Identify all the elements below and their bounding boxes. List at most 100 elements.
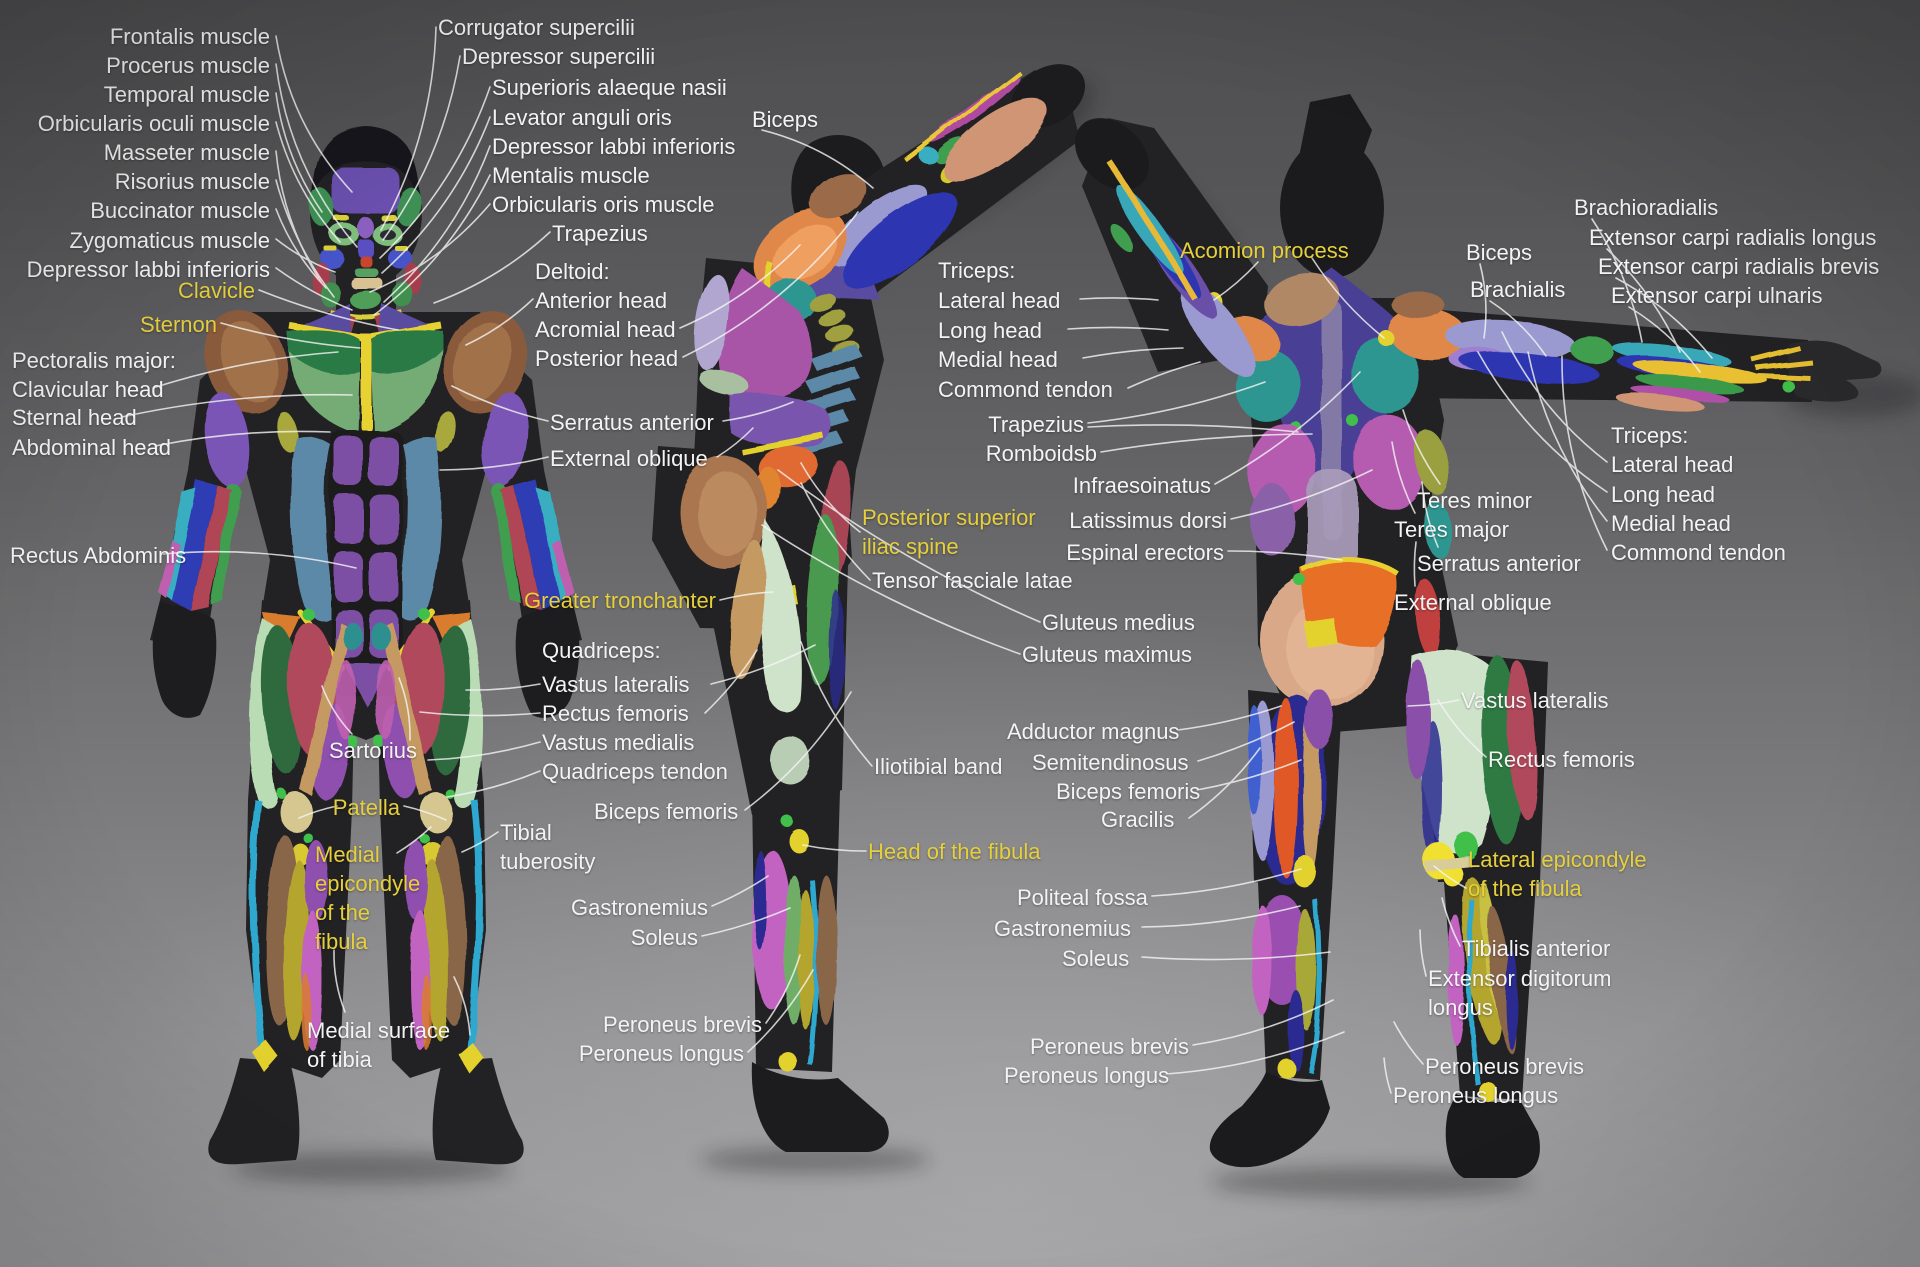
label-peroneus-longus: Peroneus longus xyxy=(1004,1063,1170,1088)
leader-line-orbicularis-oculi-muscle xyxy=(275,121,341,243)
leader-line-teres-major xyxy=(1391,441,1416,514)
leader-line-abdominal-head xyxy=(154,430,331,447)
leader-line-romboidsb xyxy=(1100,433,1313,453)
label-buccinator-muscle: Buccinator muscle xyxy=(90,198,270,223)
label-head-of-the-fibula: Head of the fibula xyxy=(868,839,1041,864)
leader-line-zygomaticus-muscle xyxy=(275,238,336,273)
side-muscles xyxy=(680,70,1048,1072)
label-medial-head: Medial head xyxy=(1611,511,1731,536)
label-gracilis: Gracilis xyxy=(1101,807,1175,832)
leader-line-rectus-femoris xyxy=(419,711,541,717)
label-masseter-muscle: Masseter muscle xyxy=(103,140,270,165)
label-gluteus-medius: Gluteus medius xyxy=(1042,610,1195,635)
label-trapezius: Trapezius xyxy=(988,412,1084,437)
label-greater-tronchanter: Greater tronchanter xyxy=(524,588,716,613)
label-triceps: Triceps: xyxy=(1611,423,1689,448)
leader-line-tibialis-anterior xyxy=(1441,897,1461,947)
label-pectoralis-major: Pectoralis major: xyxy=(12,348,176,373)
label-rectus-abdominis: Rectus Abdominis xyxy=(10,543,187,568)
label-brachioradialis: Brachioradialis xyxy=(1574,195,1719,220)
label-external-oblique: External oblique xyxy=(550,446,708,471)
label-gastronemius: Gastronemius xyxy=(994,916,1131,941)
leader-line-peroneus-longus xyxy=(747,969,814,1053)
label-depressor-labbi-inferioris: Depressor labbi inferioris xyxy=(492,134,736,159)
label-commond-tendon: Commond tendon xyxy=(938,377,1113,402)
label-teres-minor: Teres minor xyxy=(1417,488,1532,513)
leader-line-brachioradialis xyxy=(1591,218,1643,343)
leader-line-biceps xyxy=(761,129,874,189)
label-espinal-erectors: Espinal erectors xyxy=(1066,540,1224,565)
label-abdominal-head: Abdominal head xyxy=(12,435,172,460)
leader-line-semitendinosus xyxy=(1197,721,1295,762)
leader-line-clavicle xyxy=(258,289,399,331)
leader-line-soleus xyxy=(1141,951,1331,961)
leader-line-external-oblique xyxy=(716,427,754,458)
leader-line-peroneus-brevis xyxy=(765,954,801,1024)
leader-line-rectus-femoris xyxy=(1437,699,1487,758)
label-sartorius: Sartorius xyxy=(328,738,417,763)
label-lateral-head: Lateral head xyxy=(938,288,1061,313)
label-infraesoinatus: Infraesoinatus xyxy=(1072,473,1211,498)
label-deltoid: Deltoid: xyxy=(535,259,610,284)
label-rectus-femoris: Rectus femoris xyxy=(1488,747,1635,772)
label-long-head: Long head xyxy=(938,318,1042,343)
leader-line-extensor-digitorum-longus xyxy=(1419,929,1427,977)
leader-line-lateral-head xyxy=(1501,331,1608,463)
label-corrugator-supercilii: Corrugator supercilii xyxy=(438,15,635,40)
figure-posterior-view xyxy=(1074,94,1882,1178)
leader-line-medial-epicondyle-of-the-fibula xyxy=(396,826,432,854)
leader-line-infraesoinatus xyxy=(1214,371,1361,485)
leader-line-risorius-muscle xyxy=(275,179,335,298)
leader-line-extensor-carpi-radialis-longus xyxy=(1606,248,1681,353)
label-long-head: Long head xyxy=(1611,482,1715,507)
label-tibial-tuberosity: Tibial tuberosity xyxy=(500,820,596,874)
label-medial-head: Medial head xyxy=(938,347,1058,372)
leader-line-external-oblique xyxy=(439,456,549,471)
label-depressor-supercilii: Depressor supercilii xyxy=(462,44,656,69)
label-acomion-process: Acomion process xyxy=(1180,238,1349,263)
label-temporal-muscle: Temporal muscle xyxy=(103,82,270,107)
leader-line-tensor-fasciale-latae xyxy=(800,482,871,581)
leader-line-procerus-muscle xyxy=(275,63,358,248)
leader-line-patella xyxy=(298,805,338,819)
leader-line-gluteus-medius xyxy=(777,469,1041,623)
label-biceps: Biceps xyxy=(1466,240,1533,265)
label-clavicle: Clavicle xyxy=(177,278,255,303)
leader-line-depressor-labbi-inferioris xyxy=(383,145,491,303)
leader-line-acomion-process xyxy=(1213,261,1259,301)
label-biceps-femoris: Biceps femoris xyxy=(1056,779,1201,804)
label-peroneus-brevis: Peroneus brevis xyxy=(1425,1054,1584,1079)
leader-line-commond-tendon xyxy=(1127,361,1201,389)
leader-line-serratus-anterior xyxy=(1421,481,1439,548)
label-biceps: Biceps xyxy=(752,107,819,132)
leader-line-frontalis-muscle xyxy=(275,35,353,193)
leader-line-espinal-erectors xyxy=(1227,550,1343,561)
label-zygomaticus-muscle: Zygomaticus muscle xyxy=(69,228,270,253)
leader-line-serratus-anterior xyxy=(722,401,794,422)
leader-line-extensor-carpi-ulnaris xyxy=(1628,306,1701,373)
leader-line-teres-minor xyxy=(1402,409,1441,485)
label-lateral-epicondyle-of-the-fibula: Lateral epicondyle of the fibula xyxy=(1468,847,1647,901)
leader-line-posterior-head xyxy=(682,211,859,358)
leader-line-iliotibial-band xyxy=(800,641,873,767)
label-extensor-carpi-radialis-longus: Extensor carpi radialis longus xyxy=(1589,225,1877,250)
label-acromial-head: Acromial head xyxy=(535,317,676,342)
leader-line-external-oblique xyxy=(1413,541,1417,587)
label-medial-surface-of-tibia: Medial surface of tibia xyxy=(307,1018,451,1072)
label-tensor-fasciale-latae: Tensor fasciale latae xyxy=(872,568,1073,593)
label-romboidsb: Romboidsb xyxy=(985,441,1097,466)
leader-line-trapezius xyxy=(1087,381,1266,424)
label-risorius-muscle: Risorius muscle xyxy=(114,169,270,194)
label-procerus-muscle: Procerus muscle xyxy=(106,53,270,78)
leader-line-gluteus-maximus xyxy=(761,524,1021,655)
label-orbicularis-oculi-muscle: Orbicularis oculi muscle xyxy=(37,111,270,136)
label-gluteus-maximus: Gluteus maximus xyxy=(1022,642,1192,667)
label-iliotibial-band: Iliotibial band xyxy=(874,754,1003,779)
leader-line-soleus xyxy=(701,907,791,937)
label-anterior-head: Anterior head xyxy=(535,288,668,313)
label-sternon: Sternon xyxy=(139,312,217,337)
label-trapezius: Trapezius xyxy=(552,221,648,246)
label-commond-tendon: Commond tendon xyxy=(1611,540,1786,565)
label-peroneus-brevis: Peroneus brevis xyxy=(1030,1034,1189,1059)
